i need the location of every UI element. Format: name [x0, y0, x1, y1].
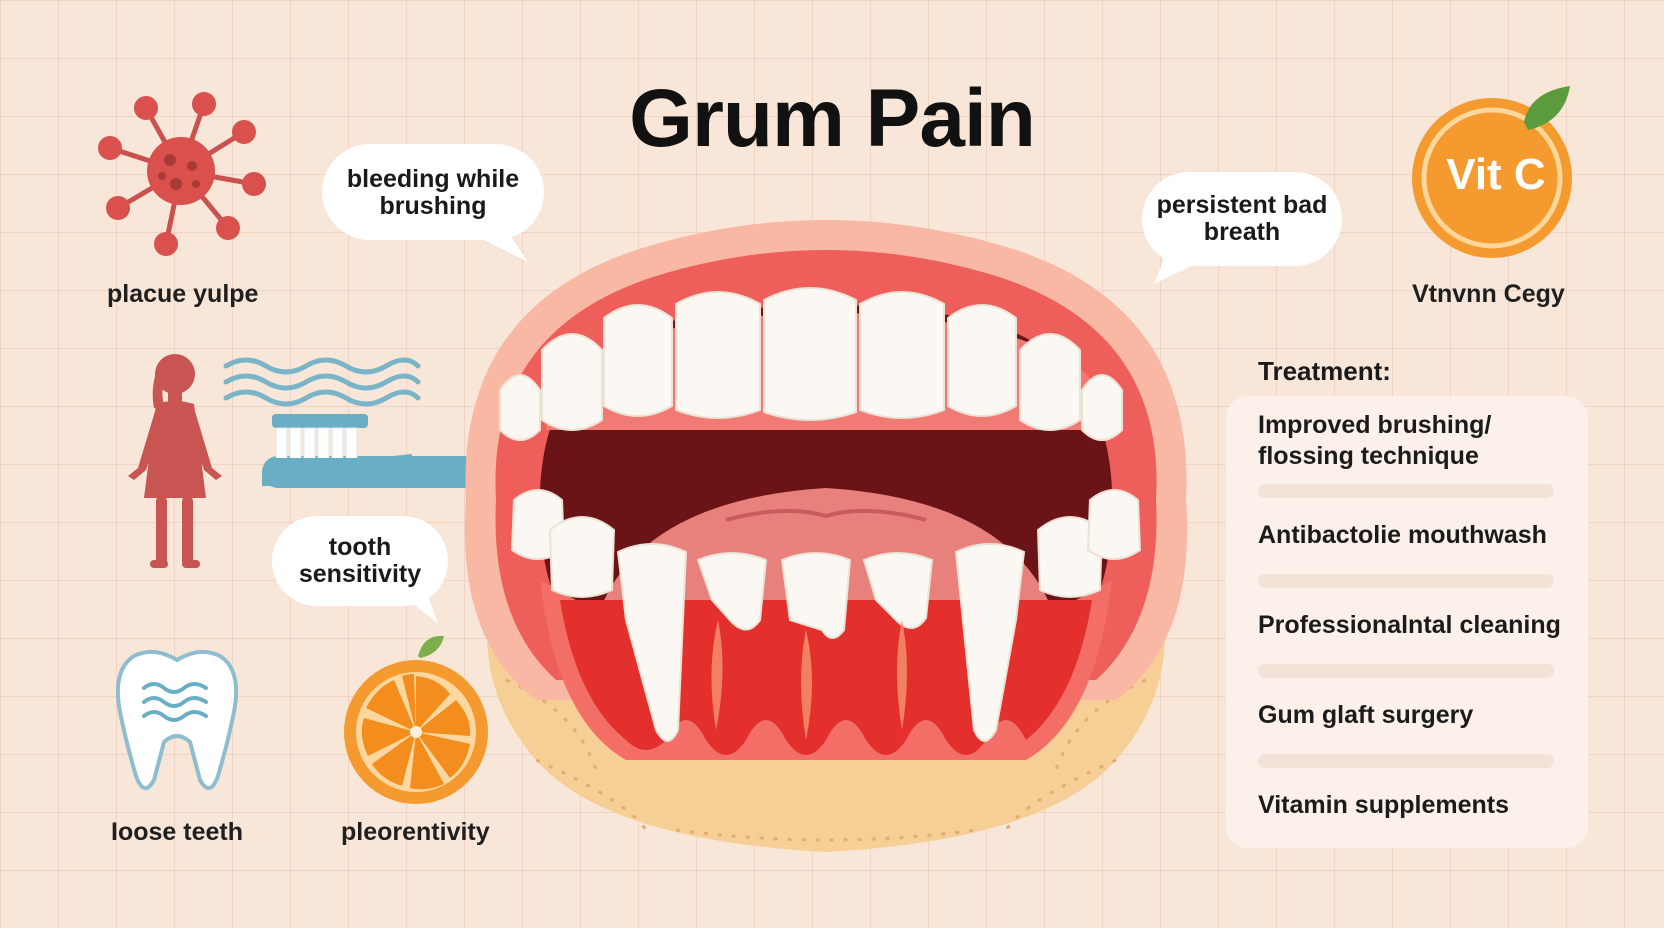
- treatment-panel: Improved brushing/ flossing technique An…: [1226, 396, 1588, 848]
- vitamin-c-icon: [1412, 86, 1572, 258]
- treatment-heading: Treatment:: [1258, 356, 1391, 386]
- bacteria-icon: [98, 92, 266, 256]
- person-icon: [128, 354, 222, 568]
- treatment-item: Improved brushing/ flossing technique: [1258, 411, 1492, 470]
- bleeding-speech-bubble: bleeding while brushing: [322, 144, 544, 264]
- treatment-item: Vitamin supplements: [1258, 791, 1509, 819]
- treatment-divider: [1258, 664, 1554, 678]
- treatment-divider: [1258, 754, 1554, 768]
- tooth-icon: [115, 649, 239, 790]
- orange-label: pleorentivity: [341, 818, 490, 846]
- plaque-label: placue yulpe: [107, 280, 259, 308]
- treatment-item: Professionalntal cleaning: [1258, 611, 1561, 639]
- mouth-illustration: [464, 220, 1188, 852]
- treatment-item: Antibactolie mouthwash: [1258, 521, 1547, 549]
- bad-breath-text: persistent bad breath: [1156, 191, 1328, 246]
- orange-slice-icon: [344, 635, 488, 804]
- sensitivity-speech-bubble: tooth sensitivity: [272, 516, 448, 624]
- wave-lines-icon: [223, 357, 421, 407]
- treatment-divider: [1258, 484, 1554, 498]
- bad-breath-speech-bubble: persistent bad breath: [1142, 172, 1342, 284]
- page-title: Grum Pain: [629, 73, 1036, 164]
- bleeding-text: bleeding while brushing: [346, 165, 520, 220]
- vitamin-label: Vtnvnn Cegy: [1412, 280, 1565, 308]
- sensitivity-text: tooth sensitivity: [298, 533, 422, 588]
- treatment-divider: [1258, 574, 1554, 588]
- treatment-item: Gum glaft surgery: [1258, 701, 1474, 729]
- loose-teeth-label: Ioose teeth: [111, 818, 243, 846]
- vitamin-c-badge-text: Vit C: [1446, 150, 1546, 199]
